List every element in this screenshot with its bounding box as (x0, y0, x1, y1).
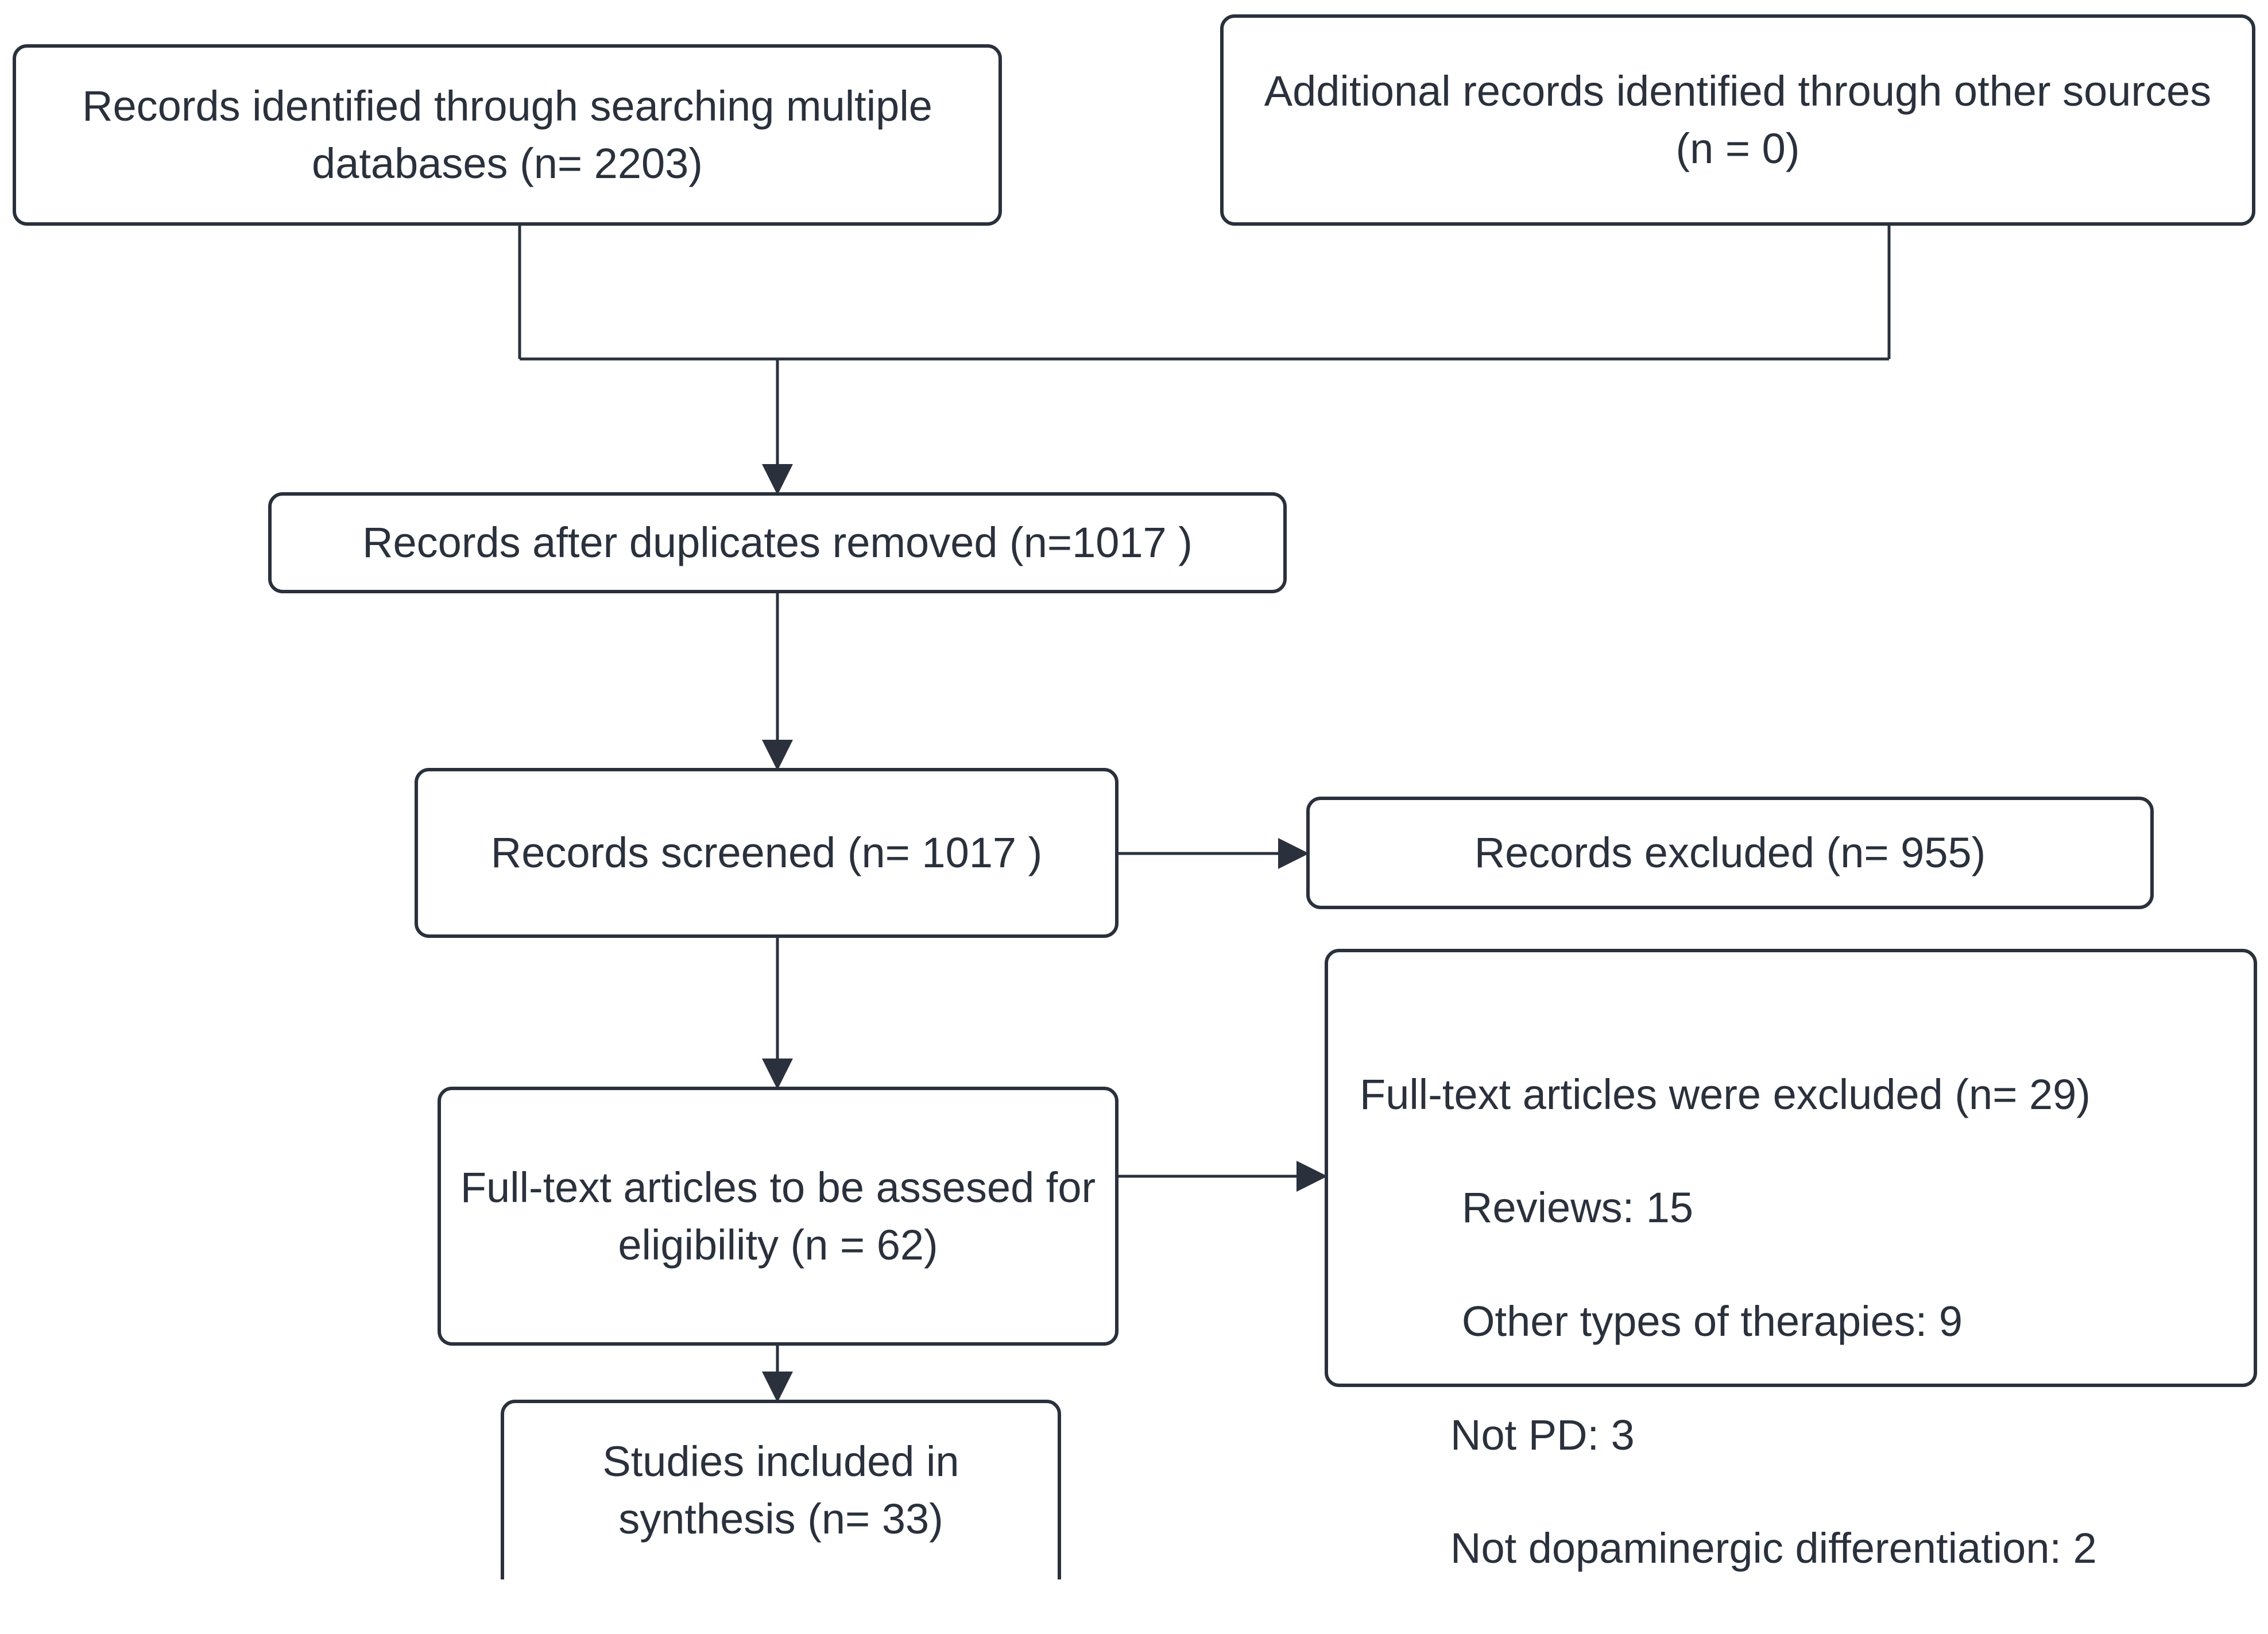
node-additional-records[interactable] (1220, 14, 2255, 226)
node-records-excluded[interactable] (1306, 797, 2154, 909)
flow-diagram-canvas (13, 14, 2257, 1579)
arrowhead-duplicates-to-screened (762, 740, 793, 771)
node-fulltext-excluded[interactable] (1325, 949, 2257, 1387)
node-fulltext-assessed[interactable] (438, 1087, 1118, 1346)
arrowhead-screened-to-excluded (1278, 838, 1309, 869)
arrowhead-screened-to-fulltext (762, 1059, 793, 1090)
node-records-identified[interactable] (13, 44, 1002, 226)
node-duplicates-removed[interactable] (268, 492, 1287, 593)
arrowhead-fulltext-to-excluded (1296, 1161, 1327, 1192)
node-studies-included[interactable] (501, 1400, 1061, 1579)
prisma-flow-diagram: Records identified through searching mul… (13, 14, 2257, 1579)
arrowhead-fulltext-to-included (762, 1372, 793, 1403)
arrowhead-merge-to-duplicates (762, 464, 793, 495)
node-records-screened[interactable] (415, 768, 1118, 938)
